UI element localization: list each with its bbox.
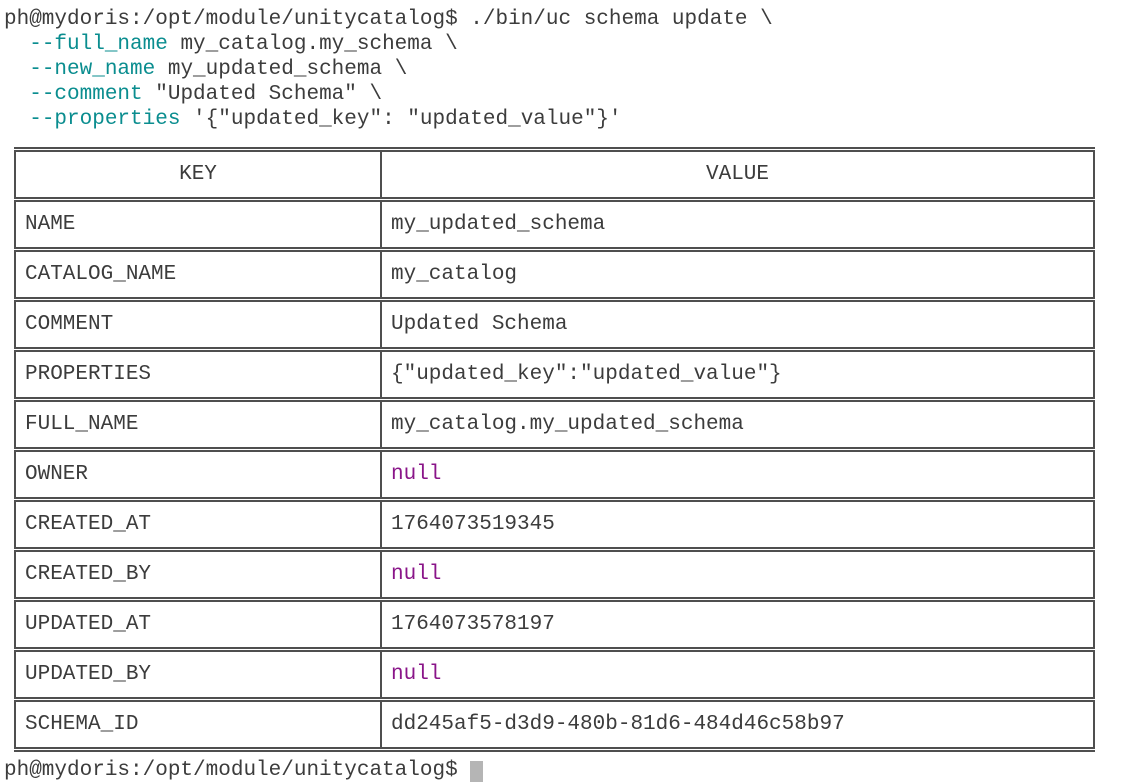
row-key: CREATED_AT	[14, 497, 382, 552]
row-value: null	[380, 547, 1095, 602]
row-value: my_catalog.my_updated_schema	[380, 397, 1095, 452]
table-row-updated-at: UPDATED_AT 1764073578197	[14, 597, 1095, 652]
command-line: ph@mydoris:/opt/module/unitycatalog$ ./b…	[4, 7, 1142, 32]
flag-new-name: --new_name	[29, 58, 156, 81]
command-continuation-full-name: --full_name my_catalog.my_schema \	[4, 32, 1142, 57]
flag-comment-argument: "Updated Schema" \	[142, 83, 383, 106]
column-header-value: VALUE	[380, 147, 1095, 202]
row-value: dd245af5-d3d9-480b-81d6-484d46c58b97	[380, 697, 1095, 752]
flag-full-name-argument: my_catalog.my_schema \	[167, 33, 458, 56]
table-row-full-name: FULL_NAME my_catalog.my_updated_schema	[14, 397, 1095, 452]
footer-prompt-text: ph@mydoris:/opt/module/unitycatalog$	[4, 759, 471, 782]
schema-result-table: KEY VALUE NAME my_updated_schema CATALOG…	[14, 147, 1095, 752]
row-key: OWNER	[14, 447, 382, 502]
table-row-updated-by: UPDATED_BY null	[14, 647, 1095, 702]
flag-full-name: --full_name	[29, 33, 168, 56]
row-key: PROPERTIES	[14, 347, 382, 402]
table-row-schema-id: SCHEMA_ID dd245af5-d3d9-480b-81d6-484d46…	[14, 697, 1095, 752]
row-value: null	[380, 647, 1095, 702]
table-row-catalog-name: CATALOG_NAME my_catalog	[14, 247, 1095, 302]
table-row-comment: COMMENT Updated Schema	[14, 297, 1095, 352]
flag-new-name-argument: my_updated_schema \	[155, 58, 408, 81]
row-value: my_catalog	[380, 247, 1095, 302]
row-key: SCHEMA_ID	[14, 697, 382, 752]
command-block: ph@mydoris:/opt/module/unitycatalog$ ./b…	[0, 0, 1142, 132]
table-header-row: KEY VALUE	[14, 147, 1095, 202]
table-row-name: NAME my_updated_schema	[14, 197, 1095, 252]
indent	[4, 108, 29, 131]
indent	[4, 58, 29, 81]
row-key: UPDATED_AT	[14, 597, 382, 652]
prompt-and-command-text: ph@mydoris:/opt/module/unitycatalog$ ./b…	[4, 8, 773, 31]
row-value: my_updated_schema	[380, 197, 1095, 252]
column-header-key: KEY	[14, 147, 382, 202]
command-continuation-properties: --properties '{"updated_key": "updated_v…	[4, 107, 1142, 132]
row-key: UPDATED_BY	[14, 647, 382, 702]
command-continuation-comment: --comment "Updated Schema" \	[4, 82, 1142, 107]
table-row-properties: PROPERTIES {"updated_key":"updated_value…	[14, 347, 1095, 402]
table-row-owner: OWNER null	[14, 447, 1095, 502]
table-row-created-at: CREATED_AT 1764073519345	[14, 497, 1095, 552]
indent	[4, 33, 29, 56]
flag-comment: --comment	[29, 83, 143, 106]
table-row-created-by: CREATED_BY null	[14, 547, 1095, 602]
indent	[4, 83, 29, 106]
row-value: 1764073578197	[380, 597, 1095, 652]
row-value: {"updated_key":"updated_value"}	[380, 347, 1095, 402]
row-value: null	[380, 447, 1095, 502]
row-value: 1764073519345	[380, 497, 1095, 552]
row-key: COMMENT	[14, 297, 382, 352]
row-value: Updated Schema	[380, 297, 1095, 352]
row-key: FULL_NAME	[14, 397, 382, 452]
row-key: CATALOG_NAME	[14, 247, 382, 302]
row-key: CREATED_BY	[14, 547, 382, 602]
row-key: NAME	[14, 197, 382, 252]
flag-properties-argument: '{"updated_key": "updated_value"}'	[180, 108, 622, 131]
flag-properties: --properties	[29, 108, 181, 131]
next-prompt-line: ph@mydoris:/opt/module/unitycatalog$	[4, 758, 1142, 783]
command-continuation-new-name: --new_name my_updated_schema \	[4, 57, 1142, 82]
terminal-cursor	[470, 761, 484, 782]
